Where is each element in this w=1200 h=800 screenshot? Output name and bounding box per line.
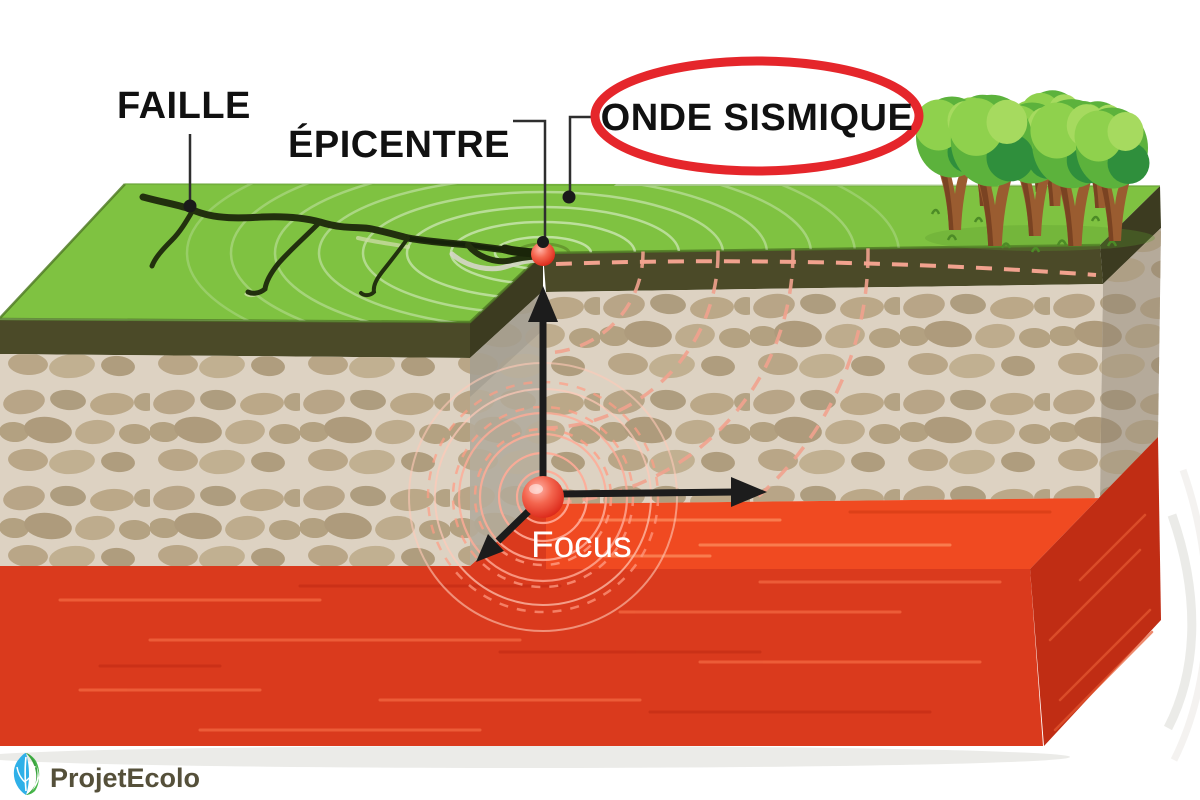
- leader-lines: [188, 115, 598, 238]
- mantle-layer: [0, 437, 1200, 768]
- right-block-soil-side: [1100, 186, 1161, 284]
- ground-shadow: [0, 746, 1070, 768]
- left-block-grass-top: [0, 184, 616, 322]
- shadow-swirl: [1164, 513, 1197, 731]
- focus-label: Focus: [531, 524, 632, 565]
- epicenter-label: ÉPICENTRE: [288, 122, 510, 166]
- surface-dash-wavefront: [555, 259, 1097, 277]
- fault-label: FAILLE: [117, 85, 251, 127]
- right-block-grass-top: [430, 186, 1160, 253]
- body-wave-arcs: [543, 228, 870, 504]
- leader-seismic-wave: [568, 115, 598, 194]
- left-block: [0, 183, 1161, 566]
- tree-cluster: [914, 90, 1155, 253]
- fault-plane-shade: [470, 291, 543, 397]
- projetecolo-logo: ProjetEcolo: [13, 753, 200, 795]
- shadow-swirl-outer: [1170, 468, 1200, 762]
- left-block-soil-side: [470, 253, 543, 358]
- seismic-wave-highlight-ellipse: [590, 56, 924, 176]
- epicenter-dot: [531, 242, 555, 266]
- motion-arrows: [476, 286, 767, 562]
- grass-tufts: [930, 208, 1118, 253]
- right-block: [430, 186, 1161, 504]
- leader-dots: [183, 190, 576, 248]
- seismic-wave-label: ONDE SISMIQUE: [601, 97, 914, 139]
- left-block-soil-front: [0, 320, 470, 358]
- logo-text: ProjetEcolo: [50, 763, 200, 793]
- mantle-side-face: [1030, 437, 1161, 746]
- right-block-soil-front: [543, 245, 1103, 292]
- mantle-streaks: [58, 510, 1154, 732]
- leader-epicenter: [513, 119, 547, 238]
- leaf-icon: [13, 753, 40, 795]
- focus-point: [522, 476, 564, 518]
- wave-right-arrow: [557, 488, 738, 498]
- mantle-front-face: [0, 500, 1043, 746]
- mantle-top-face: [546, 437, 1158, 569]
